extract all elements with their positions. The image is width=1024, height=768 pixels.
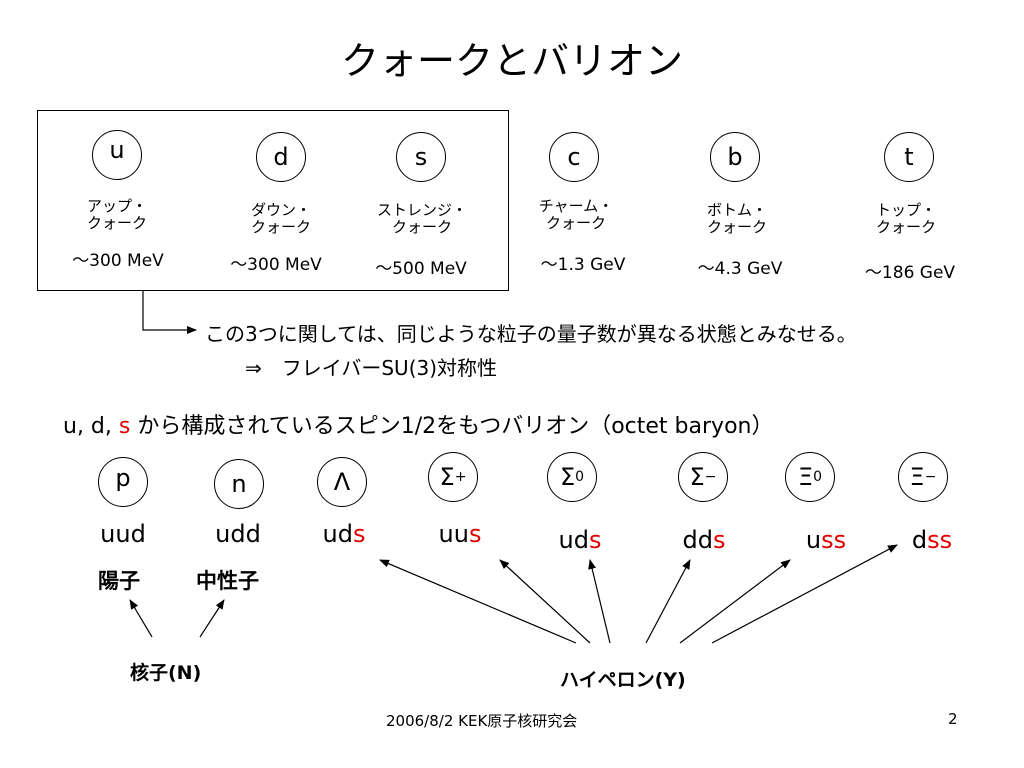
slide-title: クォークとバリオン (340, 39, 683, 83)
baryon-sigma-zero-symbol: Σ (559, 463, 576, 491)
baryon-lambda-quarks-strange: s (352, 520, 366, 548)
arrow-hyperon-to-xi-minus (711, 544, 898, 644)
baryon-xi-zero-quarks-light: u (805, 526, 822, 554)
quark-u-circle: u (92, 130, 142, 180)
hyperon-label: ハイペロン(Y) (560, 669, 686, 691)
baryon-sigma-minus-symbol: Σ (689, 463, 705, 491)
quark-t-name: トップ・クォーク (836, 202, 976, 236)
baryon-lambda-circle: Λ (317, 457, 367, 507)
quark-c-name: チャーム・クォーク (506, 198, 646, 232)
baryon-sigma-zero-quarks-light: ud (558, 526, 589, 554)
neutron-label: 中性子 (196, 569, 259, 593)
quark-s-name-line2: クォーク (391, 218, 452, 236)
baryon-n-symbol: n (231, 470, 247, 498)
quark-u-name-line2: クォーク (86, 214, 147, 232)
baryon-n-quarks: udd (188, 520, 288, 548)
baryon-sigma-minus-circle: Σ− (678, 452, 728, 502)
baryon-xi-minus-quarks: dss (882, 526, 982, 554)
quark-u-name: アップ・クォーク (47, 198, 187, 232)
baryon-sigma-plus-symbol: Σ (439, 463, 455, 491)
baryon-xi-zero-symbol: Ξ (797, 463, 814, 491)
arrow-hyperon-to-sigma-plus (499, 559, 591, 644)
octet-heading: u, d, s から構成されているスピン1/2をもつバリオン（octet bar… (63, 408, 773, 440)
baryon-p-circle: p (98, 457, 148, 507)
octet-heading-strange: s (118, 414, 131, 439)
quark-d-mass: ～300 MeV (230, 255, 322, 275)
baryon-sigma-plus-quarks: uus (410, 520, 510, 548)
quark-t-symbol: t (904, 143, 914, 171)
arrow-nucleon-to-neutron (199, 599, 225, 638)
nucleon-label: 核子(N) (130, 662, 202, 684)
baryon-xi-minus-quarks-strange: ss (927, 526, 953, 554)
baryon-sigma-minus-quarks-strange: s (712, 526, 726, 554)
baryon-xi-minus-quarks-light: d (911, 526, 928, 554)
quark-b-name-line1: ボトム・ (706, 201, 767, 219)
quark-s-circle: s (396, 132, 446, 182)
baryon-lambda-quarks: uds (294, 520, 394, 548)
quark-s-name: ストレンジ・クォーク (352, 202, 492, 236)
baryon-lambda-symbol: Λ (333, 468, 351, 496)
quark-t-name-line2: クォーク (875, 218, 936, 236)
quark-d-name-line1: ダウン・ (250, 201, 311, 219)
quark-d-circle: d (256, 132, 306, 182)
baryon-sigma-plus-quarks-strange: s (468, 520, 482, 548)
quark-d-symbol: d (273, 143, 289, 171)
baryon-sigma-plus-circle: Σ+ (428, 452, 478, 502)
quark-c-mass: ～1.3 GeV (540, 255, 626, 275)
proton-label: 陽子 (98, 569, 140, 593)
footer-date-event: 2006/8/2 KEK原子核研究会 (386, 712, 578, 730)
baryon-lambda-quarks-light: ud (322, 520, 353, 548)
baryon-p-quarks: uud (73, 520, 173, 548)
quark-t-mass: ～186 GeV (864, 263, 956, 283)
baryon-n-quarks-light: udd (215, 520, 261, 548)
quark-d-name: ダウン・クォーク (211, 202, 351, 236)
quark-s-name-line1: ストレンジ・ (376, 201, 467, 219)
quark-b-mass: ～4.3 GeV (697, 259, 783, 279)
baryon-sigma-minus-quarks-light: dd (682, 526, 713, 554)
light-quark-box (37, 110, 509, 291)
quark-c-symbol: c (567, 143, 581, 171)
quark-c-name-line2: クォーク (545, 214, 606, 232)
arrow-nucleon-to-proton (129, 599, 153, 638)
quark-c-name-line1: チャーム・ (538, 197, 614, 215)
note-connector-arrow (142, 291, 197, 334)
arrow-hyperon-to-sigma-minus (645, 559, 691, 644)
quark-b-circle: b (710, 132, 760, 182)
baryon-sigma-zero-quarks-strange: s (588, 526, 602, 554)
baryon-xi-zero-quarks-strange: ss (821, 526, 847, 554)
baryon-p-symbol: p (115, 464, 131, 492)
quark-u-name-line1: アップ・ (86, 197, 147, 215)
quark-c-circle: c (549, 132, 599, 182)
baryon-p-quarks-light: uud (100, 520, 146, 548)
baryon-sigma-minus-quarks: dds (654, 526, 754, 554)
baryon-sigma-zero-quarks: uds (530, 526, 630, 554)
baryon-xi-minus-symbol: Ξ (909, 463, 925, 491)
arrow-hyperon-to-xi-zero (679, 559, 791, 644)
quark-b-symbol: b (727, 143, 743, 171)
quark-u-mass: ～300 MeV (72, 251, 164, 271)
quark-t-circle: t (884, 132, 934, 182)
baryon-xi-minus-circle: Ξ− (898, 452, 948, 502)
baryon-n-circle: n (214, 459, 264, 509)
quark-d-name-line2: クォーク (250, 218, 311, 236)
su3-note: ⇒ フレイバーSU(3)対称性 (245, 356, 498, 380)
arrow-hyperon-to-lambda (379, 559, 577, 644)
baryon-xi-zero-quarks: uss (776, 526, 876, 554)
quark-s-symbol: s (414, 143, 428, 171)
arrow-hyperon-to-sigma-zero (588, 559, 611, 644)
octet-heading-suffix: から構成されているスピン1/2をもつバリオン（octet baryon） (130, 414, 774, 439)
flavor-note: この3つに関しては、同じような粒子の量子数が異なる状態とみなせる。 (205, 322, 857, 346)
baryon-sigma-plus-quarks-light: uu (438, 520, 469, 548)
quark-b-name: ボトム・クォーク (667, 202, 807, 236)
quark-b-name-line2: クォーク (706, 218, 767, 236)
quark-u-symbol: u (109, 136, 125, 164)
octet-heading-prefix: u, d, (63, 414, 119, 439)
page-number: 2 (948, 710, 958, 728)
quark-s-mass: ～500 MeV (375, 259, 467, 279)
quark-t-name-line1: トップ・ (875, 201, 936, 219)
